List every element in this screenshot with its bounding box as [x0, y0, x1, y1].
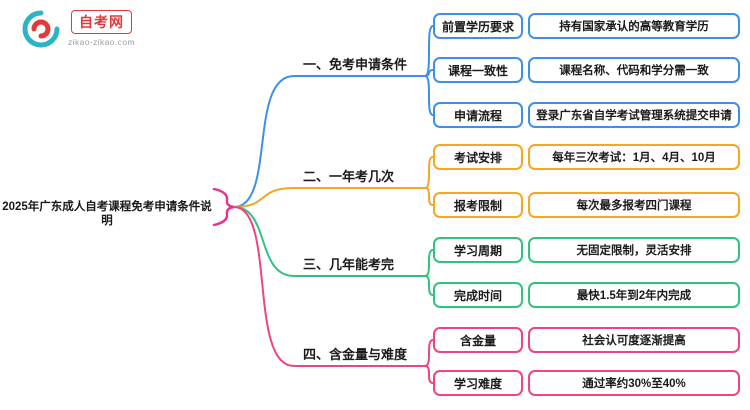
connector-branch-4-child-2: [424, 365, 434, 384]
node-value: 持有国家承认的高等教育学历: [528, 13, 740, 39]
node-label: 课程一致性: [433, 57, 523, 83]
root-brace: [212, 187, 235, 227]
node-row: 前置学历要求 持有国家承认的高等教育学历: [433, 13, 740, 39]
connector-root-branch-2: [233, 187, 426, 208]
branch-label-3: 三、几年能考完: [303, 257, 395, 272]
node-value: 社会认可度逐渐提高: [528, 327, 740, 353]
node-label: 申请流程: [433, 102, 523, 128]
logo-url: zikao-zikao.com: [68, 37, 135, 47]
node-label: 考试安排: [433, 144, 523, 170]
node-row: 学习周期 无固定限制，灵活安排: [433, 237, 740, 263]
node-label: 学习难度: [433, 370, 523, 396]
logo[interactable]: 自考网 zikao-zikao.com: [22, 10, 135, 53]
connector-branch-1-child-3: [424, 75, 434, 116]
node-value: 通过率约30%至40%: [528, 370, 740, 396]
node-value: 课程名称、代码和学分需一致: [528, 57, 740, 83]
node-row: 含金量 社会认可度逐渐提高: [433, 327, 740, 353]
node-row: 完成时间 最快1.5年到2年内完成: [433, 282, 740, 308]
node-value: 每年三次考试：1月、4月、10月: [528, 144, 740, 170]
node-label: 报考限制: [433, 192, 523, 218]
branch-label-1: 一、免考申请条件: [303, 57, 408, 72]
node-value: 登录广东省自学考试管理系统提交申请: [528, 102, 740, 128]
node-label: 完成时间: [433, 282, 523, 308]
node-row: 课程一致性 课程名称、代码和学分需一致: [433, 57, 740, 83]
node-row: 学习难度 通过率约30%至40%: [433, 370, 740, 396]
node-value: 每次最多报考四门课程: [528, 192, 740, 218]
node-row: 申请流程 登录广东省自学考试管理系统提交申请: [433, 102, 740, 128]
connector-root-branch-4: [233, 206, 426, 367]
node-label: 含金量: [433, 327, 523, 353]
logo-icon: [22, 10, 60, 53]
connector-root-branch-1: [233, 75, 426, 208]
node-label: 前置学历要求: [433, 13, 523, 39]
connector-branch-3-child-2: [424, 275, 434, 296]
connector-branch-2-child-2: [424, 187, 434, 206]
node-value: 最快1.5年到2年内完成: [528, 282, 740, 308]
node-label: 学习周期: [433, 237, 523, 263]
branch-label-2: 二、一年考几次: [303, 169, 395, 184]
connector-root-branch-3: [233, 206, 426, 277]
node-row: 报考限制 每次最多报考四门课程: [433, 192, 740, 218]
branch-label-4: 四、含金量与难度: [303, 347, 408, 362]
node-value: 无固定限制，灵活安排: [528, 237, 740, 263]
logo-title: 自考网: [70, 10, 132, 34]
root-node: 2025年广东成人自考课程免考申请条件说明: [2, 201, 212, 227]
node-row: 考试安排 每年三次考试：1月、4月、10月: [433, 144, 740, 170]
connector-branch-2-child-1: [424, 156, 434, 189]
